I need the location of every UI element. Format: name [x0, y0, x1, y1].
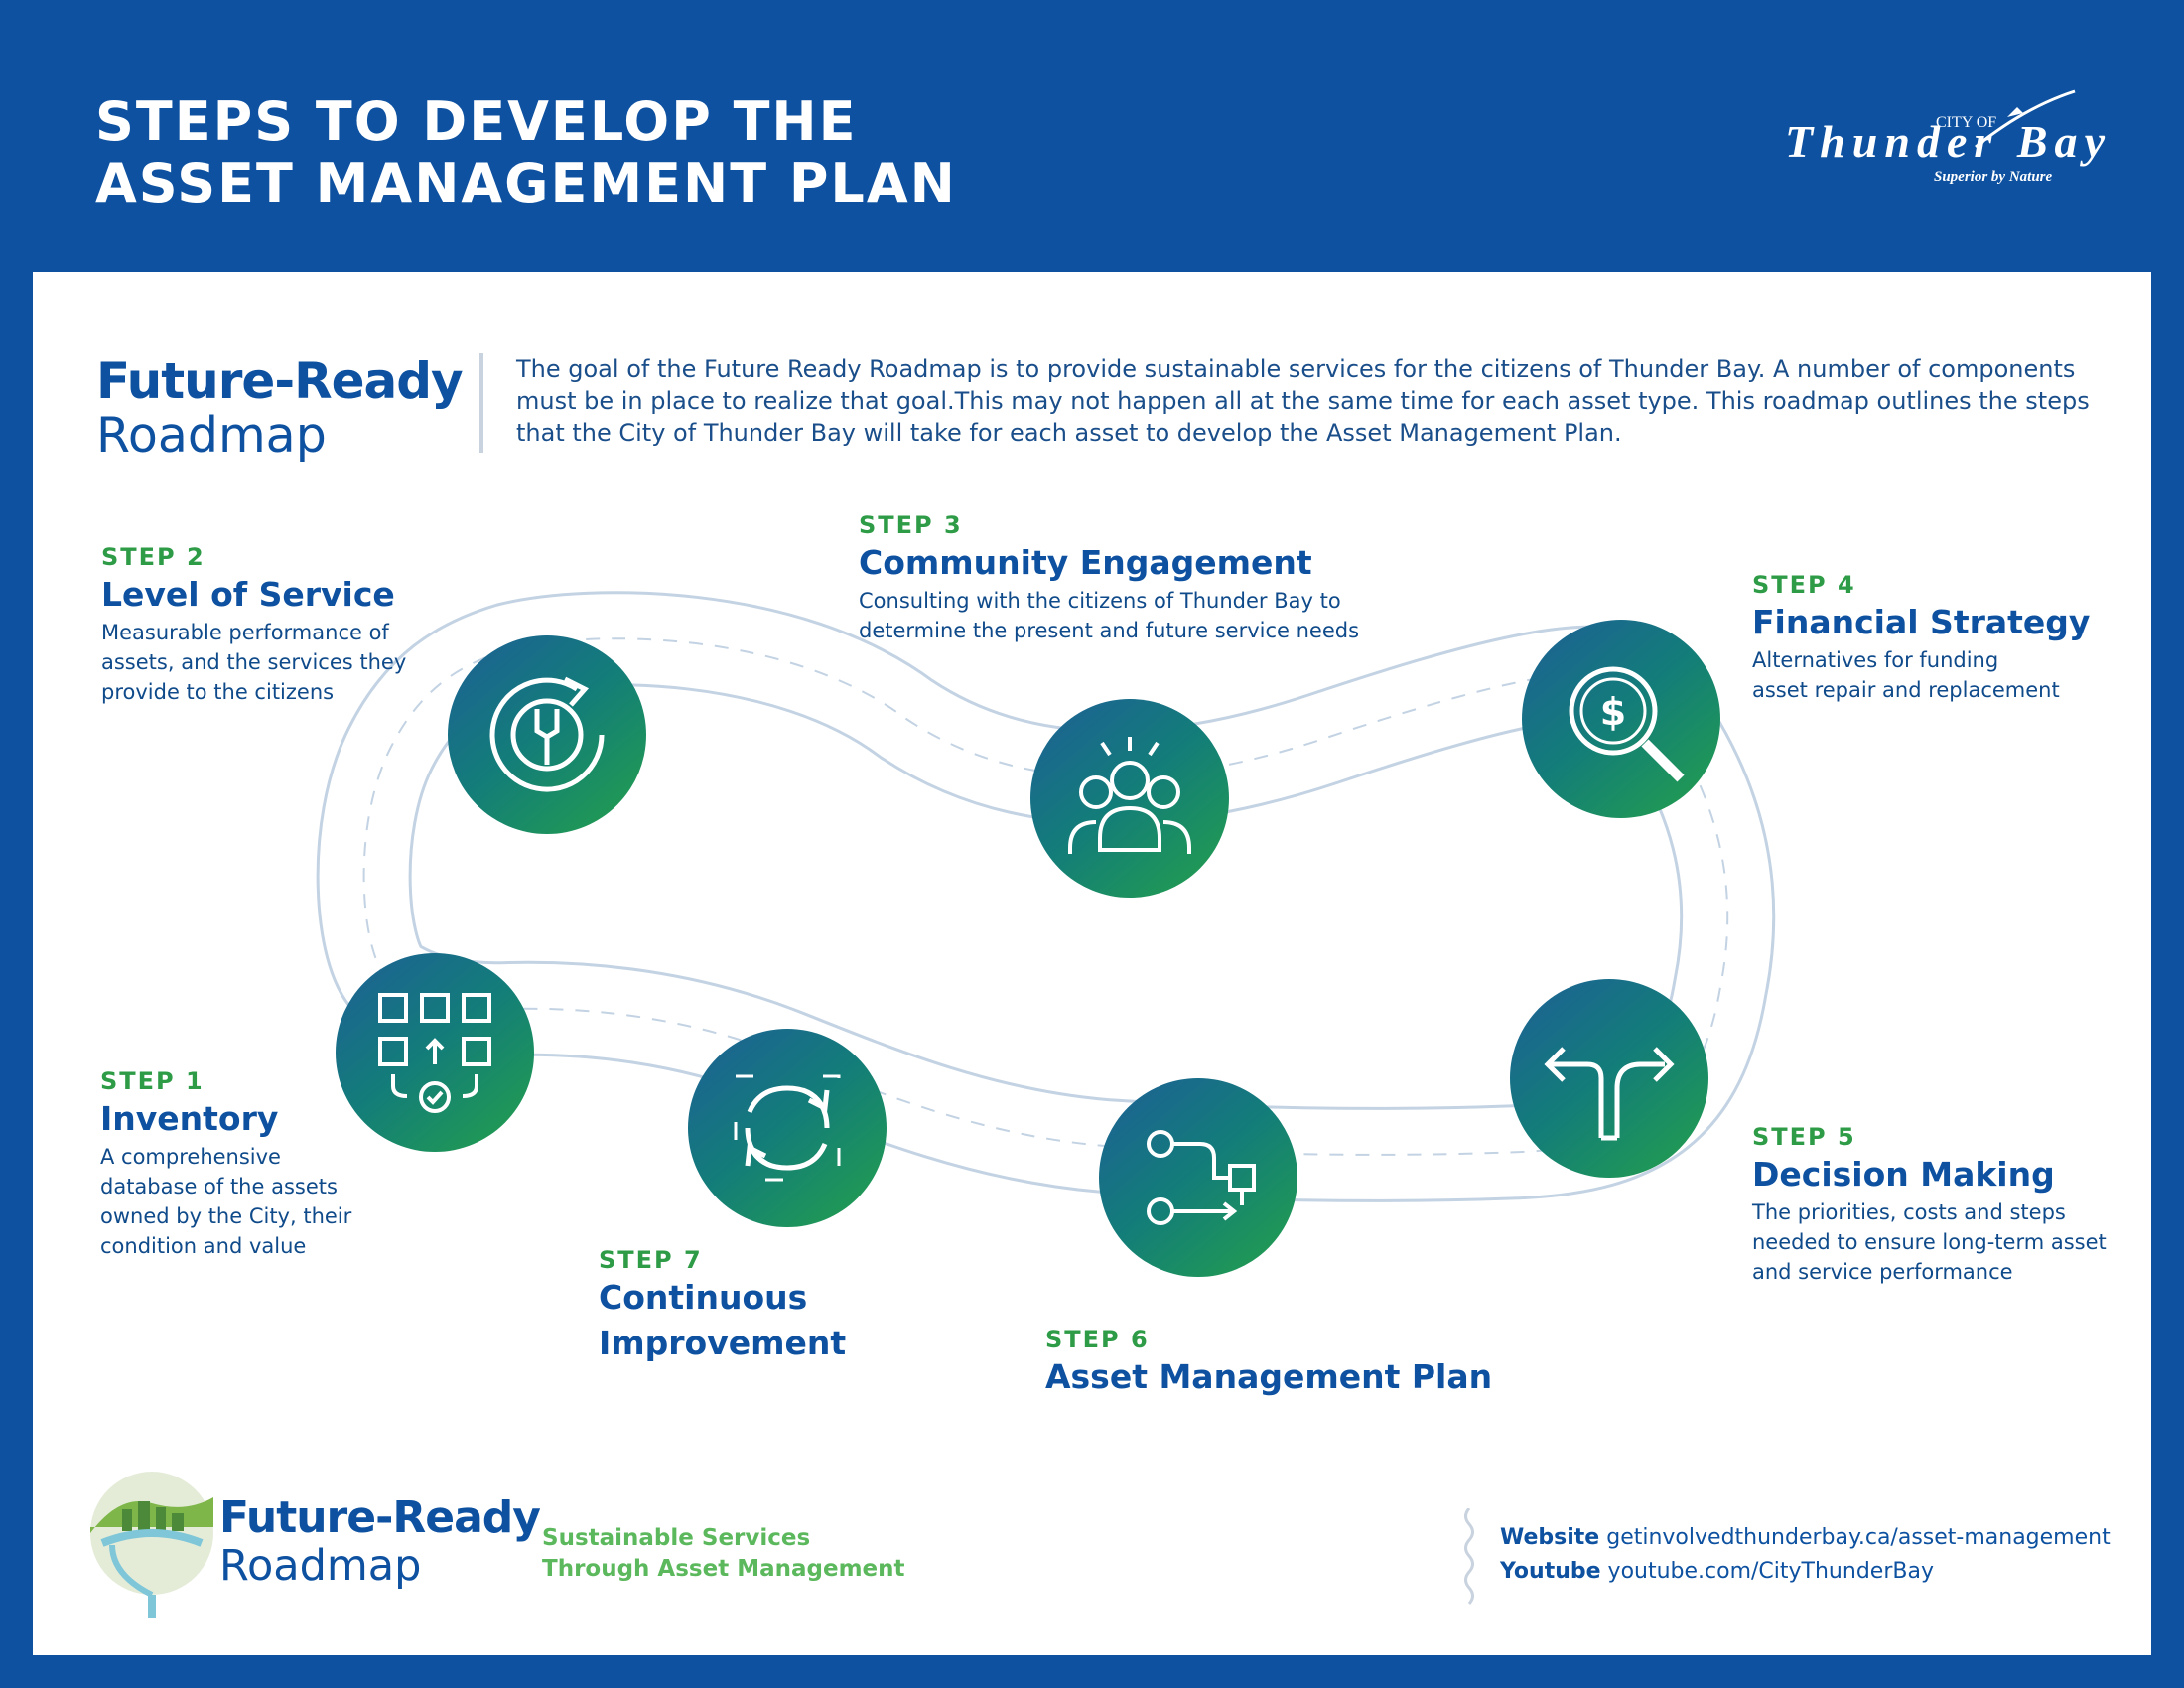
dollar-magnifier-icon: $: [1569, 666, 1685, 782]
footer-brand-line2: Roadmap: [219, 1541, 422, 1591]
brand-line1: Future-Ready: [96, 352, 464, 410]
website-label: Website: [1500, 1525, 1600, 1550]
content-panel: Future-Ready Roadmap The goal of the Fut…: [33, 272, 2151, 1655]
footer-brand-line1: Future-Ready: [219, 1492, 541, 1543]
website-link[interactable]: getinvolvedthunderbay.ca/asset-managemen…: [1606, 1525, 2111, 1550]
youtube-link[interactable]: youtube.com/CityThunderBay: [1607, 1559, 1934, 1584]
wrench-cycle-icon: [489, 676, 605, 792]
step4-desc: Alternatives for funding asset repair an…: [1752, 648, 2060, 702]
step6-title: Asset Management Plan: [1045, 1357, 1493, 1396]
people-group-icon: [1068, 737, 1191, 854]
roadmap-pin-icon: [90, 1472, 213, 1618]
step4-circle[interactable]: $: [1522, 620, 1720, 818]
step3-text: STEP 3 Community Engagement Consulting w…: [859, 510, 1359, 645]
logo-city-of: CITY OF: [1936, 114, 1996, 131]
step1-text: STEP 1 Inventory A comprehensive databas…: [100, 1066, 351, 1261]
step7-label: STEP 7: [599, 1246, 703, 1274]
step2-desc: Measurable performance of assets, and th…: [101, 621, 407, 704]
step6-text: STEP 6 Asset Management Plan: [1045, 1325, 1492, 1400]
intro-text: The goal of the Future Ready Roadmap is …: [516, 355, 2090, 447]
step7-circle[interactable]: [688, 1029, 887, 1227]
youtube-row: Youtube youtube.com/CityThunderBay: [1500, 1555, 2111, 1589]
step5-circle[interactable]: [1510, 979, 1708, 1178]
split-arrow-icon: [1544, 1047, 1675, 1141]
step5-desc: The priorities, costs and steps needed t…: [1752, 1200, 2107, 1284]
cycle-arrows-icon: [734, 1074, 841, 1182]
youtube-label: Youtube: [1500, 1559, 1601, 1584]
step7-text: STEP 7 Continuous Improvement: [599, 1245, 846, 1366]
step4-label: STEP 4: [1752, 571, 1856, 599]
step2-label: STEP 2: [101, 543, 205, 571]
step7-title: Continuous Improvement: [599, 1278, 847, 1362]
footer-tagline: Sustainable Services Through Asset Manag…: [542, 1525, 905, 1582]
divider: [479, 353, 483, 453]
step1-title: Inventory: [100, 1099, 279, 1138]
step1-circle[interactable]: [336, 953, 534, 1152]
step4-text: STEP 4 Financial Strategy Alternatives f…: [1752, 570, 2090, 705]
city-logo[interactable]: CITY OF Thunder Bay Superior by Nature: [1777, 89, 2115, 209]
step4-title: Financial Strategy: [1752, 603, 2091, 641]
brand-line2: Roadmap: [96, 407, 327, 464]
flow-diagram-icon: [1147, 1130, 1256, 1225]
svg-text:$: $: [1600, 690, 1626, 734]
step3-title: Community Engagement: [859, 543, 1312, 582]
step6-label: STEP 6: [1045, 1326, 1150, 1353]
squiggle-divider: [1464, 1508, 1474, 1605]
step5-text: STEP 5 Decision Making The priorities, c…: [1752, 1122, 2107, 1287]
step1-label: STEP 1: [100, 1067, 205, 1095]
footer-brand-wordmark: Future-Ready Roadmap: [219, 1492, 541, 1591]
logo-tagline: Superior by Nature: [1934, 169, 2053, 185]
website-row: Website getinvolvedthunderbay.ca/asset-m…: [1500, 1521, 2111, 1555]
step2-circle[interactable]: [448, 635, 646, 834]
step2-title: Level of Service: [101, 575, 395, 614]
contact-info: Website getinvolvedthunderbay.ca/asset-m…: [1500, 1521, 2111, 1589]
step3-label: STEP 3: [859, 511, 963, 539]
page-title: STEPS TO DEVELOP THE ASSET MANAGEMENT PL…: [95, 90, 957, 214]
step2-text: STEP 2 Level of Service Measurable perfo…: [101, 542, 406, 707]
step5-label: STEP 5: [1752, 1123, 1856, 1151]
step1-desc: A comprehensive database of the assets o…: [100, 1145, 352, 1258]
step6-circle[interactable]: [1099, 1078, 1297, 1277]
brand-wordmark: Future-Ready Roadmap: [96, 352, 464, 464]
step3-desc: Consulting with the citizens of Thunder …: [859, 589, 1360, 642]
inventory-grid-icon: [378, 993, 491, 1113]
step5-title: Decision Making: [1752, 1155, 2055, 1194]
step3-circle[interactable]: [1030, 699, 1229, 898]
